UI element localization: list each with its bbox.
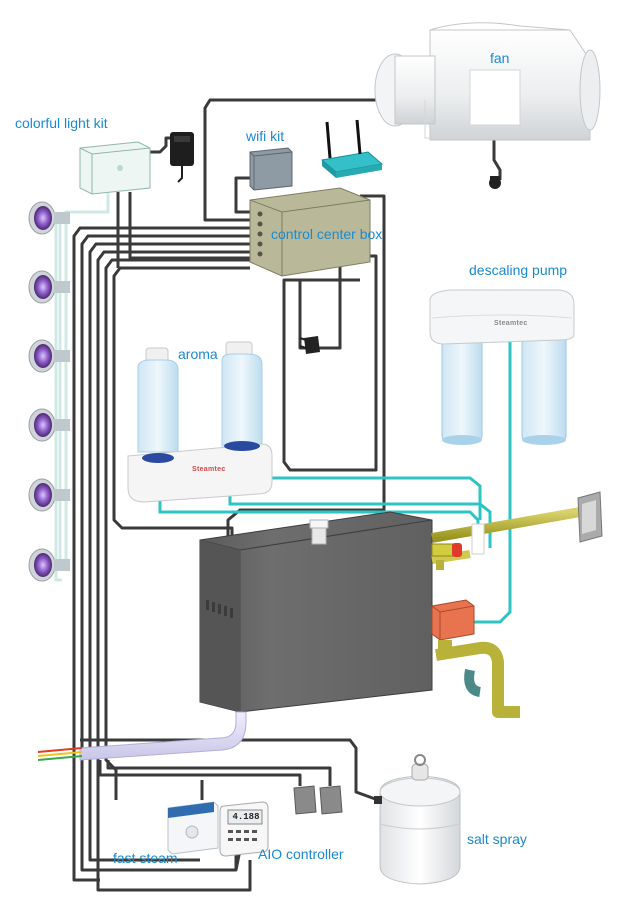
colorful-light-kit[interactable] [79, 141, 151, 195]
descaling-pump-label: descaling pump [469, 262, 568, 278]
power-adapter-icon [170, 132, 194, 183]
fast-steam[interactable] [167, 801, 219, 855]
steam-generator[interactable] [199, 511, 433, 713]
router-icon [320, 119, 384, 178]
cable-bundle [72, 98, 502, 892]
steam-pipe [431, 491, 603, 718]
exhaust-tube [37, 711, 247, 761]
light-item[interactable] [28, 408, 70, 442]
aio-screen-readout: 4.188 [232, 812, 260, 822]
fan-label: fan [490, 50, 510, 66]
descaling-pump[interactable] [429, 289, 575, 445]
aroma-label: aroma [178, 346, 218, 362]
aroma[interactable] [127, 341, 273, 503]
light-item[interactable] [28, 339, 70, 373]
light-item[interactable] [28, 270, 70, 304]
light-item[interactable] [28, 201, 70, 235]
control-center-box[interactable] [249, 187, 371, 277]
wifi-kit[interactable] [249, 147, 293, 191]
fan-plug-icon [489, 176, 501, 189]
light-item[interactable] [28, 548, 70, 582]
power-plug-icon [299, 336, 320, 354]
fast-steam-label: fast steam [113, 850, 178, 866]
red-valve-icon [431, 543, 462, 570]
light-list [28, 201, 70, 582]
solenoid-valve [431, 599, 475, 652]
colorful-light-kit-label: colorful light kit [15, 115, 108, 131]
light-kit-wiring [54, 192, 110, 582]
descaling-pump-brand: Steamtec [494, 320, 528, 327]
control-center-box-label: control center box [271, 226, 383, 242]
temperature-sensor [293, 785, 343, 815]
wifi-kit-label: wifi kit [246, 128, 285, 144]
fan[interactable] [374, 22, 601, 189]
salt-spray[interactable] [374, 754, 461, 885]
aio-controller[interactable] [219, 801, 269, 857]
aroma-brand: Steamtec [192, 466, 226, 473]
light-item[interactable] [28, 478, 70, 512]
aio-controller-label: AIO controller [258, 846, 344, 862]
salt-spray-label: salt spray [467, 831, 527, 847]
